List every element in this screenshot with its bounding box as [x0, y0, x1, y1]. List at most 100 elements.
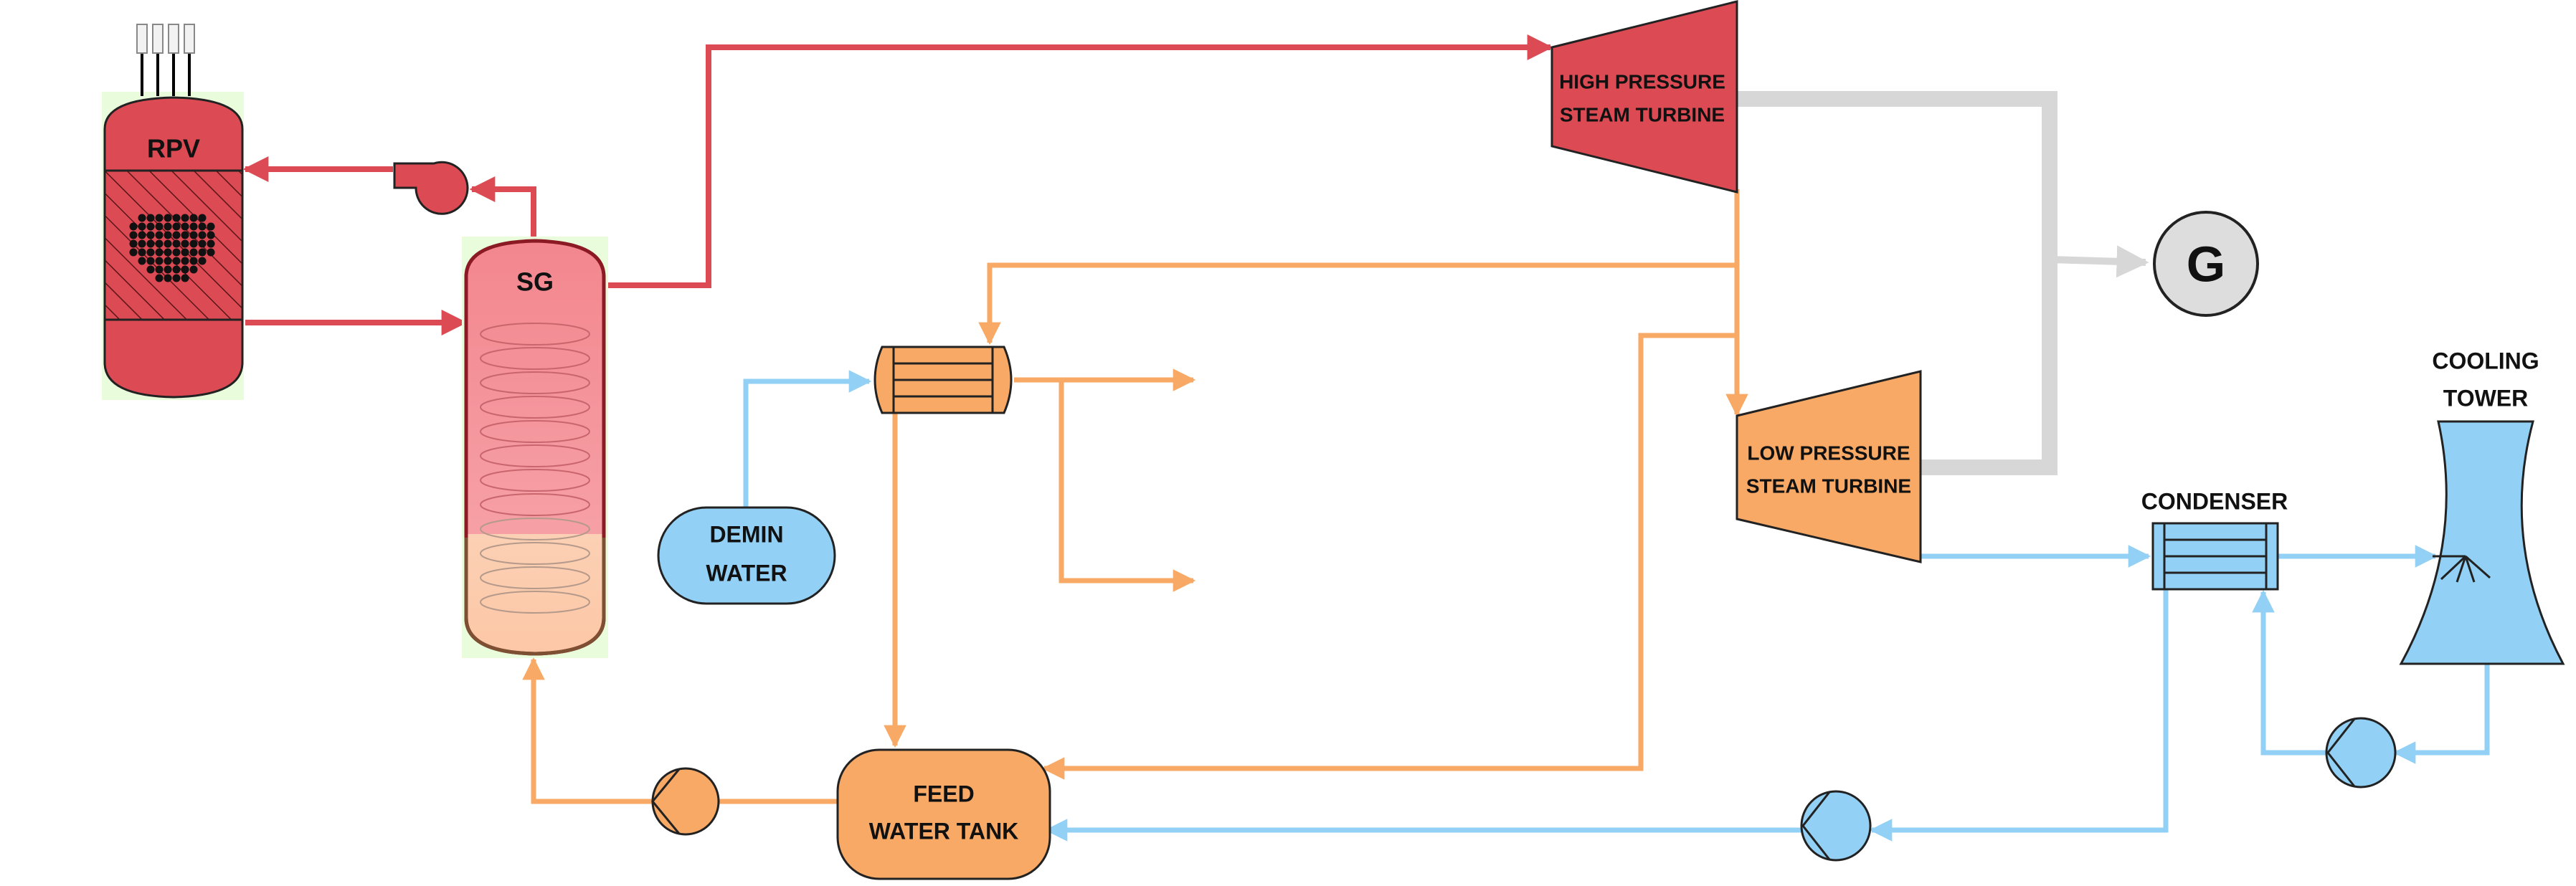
fuel-rod-dot: [155, 239, 164, 248]
sg-tube-coils: [480, 323, 590, 614]
sg-coil-loop: [480, 542, 590, 565]
lp-turbine-label-line2: STEAM TURBINE: [1746, 475, 1911, 497]
fuel-rod-dot: [164, 274, 172, 282]
fuel-rod-dot: [172, 231, 181, 239]
demin-to-heater-line: [743, 370, 872, 508]
fuel-rod-dot: [181, 222, 189, 231]
cw-pump-circle: [2325, 717, 2397, 789]
cooling-tower-body: [2399, 420, 2565, 665]
fuel-rod-dot: [207, 248, 215, 257]
fuel-rod-dot: [129, 231, 138, 239]
condensate-pump-triangle: [1801, 791, 1831, 860]
cooling-tower-label-line2: TOWER: [2443, 385, 2529, 411]
cw-pump-triangle: [2326, 718, 2356, 787]
fuel-rod-dot: [155, 274, 164, 282]
sg-coil-loop: [480, 493, 590, 516]
generator-circle: [2153, 211, 2259, 317]
fuel-rod-dot: [138, 214, 146, 222]
fuel-rod-dot: [198, 257, 207, 265]
fuel-rod-dot: [155, 231, 164, 239]
tower-to-cw-pump-line: [2392, 664, 2490, 764]
feed-pump[interactable]: [651, 767, 720, 836]
hp-turbine[interactable]: HIGH PRESSURE STEAM TURBINE: [1550, 0, 1738, 194]
fuel-rod-dot: [146, 231, 155, 239]
sg-coil-loop: [480, 566, 590, 589]
fuel-rod-dot: [164, 231, 172, 239]
condensate-pump[interactable]: [1800, 790, 1872, 862]
feedwater-heater-tubes: [892, 347, 994, 413]
fuel-rod-dot: [164, 239, 172, 248]
fuel-rod-dot: [138, 231, 146, 239]
feedwater-heater[interactable]: [873, 346, 1013, 414]
sg-to-pump-line: [469, 176, 536, 237]
sg-coil-loop: [480, 323, 590, 346]
generator[interactable]: G: [2153, 211, 2259, 317]
steam-generator[interactable]: SG: [462, 237, 608, 658]
fuel-rod-dot: [198, 231, 207, 239]
cooling-water-pump[interactable]: [2325, 717, 2397, 789]
hp-turbine-label-line1: HIGH PRESSURE: [1559, 70, 1725, 92]
primary-pump-icon: [393, 161, 469, 215]
fuel-rod-dot: [155, 265, 164, 274]
feed-water-tank[interactable]: FEED WATER TANK: [836, 748, 1051, 880]
control-rods: [136, 24, 195, 96]
feed-tank-label-line2: WATER TANK: [869, 818, 1019, 844]
fuel-rod-dot: [164, 265, 172, 274]
fuel-rod-dot: [155, 222, 164, 231]
feed-pump-circle: [651, 767, 720, 836]
fuel-rod-dot: [129, 248, 138, 257]
fuel-rod-dot: [189, 265, 198, 274]
fuel-rod-dot: [207, 239, 215, 248]
fuel-rod-dot: [146, 265, 155, 274]
fuel-rod-dot: [155, 248, 164, 257]
fuel-rod-dot: [138, 239, 146, 248]
fuel-rod-dot: [207, 231, 215, 239]
hp-turbine-label-line2: STEAM TURBINE: [1560, 103, 1725, 125]
rpv-label: RPV: [147, 134, 200, 163]
fuel-rod-dot: [164, 257, 172, 265]
fuel-rod-dot: [198, 239, 207, 248]
fuel-rod-dot: [138, 257, 146, 265]
fuel-rod-dot: [189, 214, 198, 222]
fuel-rod-dot: [181, 248, 189, 257]
condenser[interactable]: CONDENSER: [2141, 488, 2288, 591]
fuel-rod-dot: [138, 222, 146, 231]
fuel-rod-dot: [164, 248, 172, 257]
fuel-rod-dot: [181, 257, 189, 265]
fuel-rod-dot: [138, 248, 146, 257]
sg-coil-loop: [480, 518, 590, 540]
fuel-rod-dot: [155, 214, 164, 222]
condenser-label: CONDENSER: [2141, 488, 2288, 514]
primary-pump[interactable]: [393, 161, 469, 215]
fuel-rod-dot: [189, 257, 198, 265]
sg-coil-loop: [480, 371, 590, 394]
fuel-rod-dot: [181, 214, 189, 222]
shaft-to-generator-arrow: [2049, 245, 2149, 278]
fuel-rod-dot: [172, 239, 181, 248]
fuel-rod-dot: [172, 222, 181, 231]
fuel-rod-dot: [198, 222, 207, 231]
fuel-rod-dot: [164, 222, 172, 231]
lp-turbine-label-line1: LOW PRESSURE: [1747, 442, 1910, 464]
sg-coil-loop: [480, 347, 590, 370]
sg-coil-loop: [480, 396, 590, 419]
fuel-rod-dot: [146, 222, 155, 231]
cooling-tower[interactable]: COOLING TOWER: [2399, 348, 2565, 665]
rpv[interactable]: RPV: [102, 24, 244, 400]
fuel-rod-dot: [129, 239, 138, 248]
demin-label-line1: DEMIN: [709, 521, 783, 547]
fuel-rod-dot: [189, 248, 198, 257]
fuel-rod-dot: [198, 214, 207, 222]
condenser-to-condensate-pump-line: [1869, 589, 2169, 842]
demin-water[interactable]: DEMIN WATER: [657, 506, 836, 605]
fuel-rod-dot: [129, 222, 138, 231]
sg-steam-to-hp-turbine-line: [607, 34, 1553, 288]
condenser-tubes: [2163, 523, 2268, 589]
lp-turbine[interactable]: LOW PRESSURE STEAM TURBINE: [1736, 370, 1922, 563]
feed-tank-label-line1: FEED: [913, 781, 974, 806]
fuel-rod-dot: [172, 257, 181, 265]
fuel-rod-dot: [146, 248, 155, 257]
extraction-to-heater-line: [978, 262, 1737, 346]
fuel-rod-dot: [146, 257, 155, 265]
fuel-rod-dot: [181, 265, 189, 274]
